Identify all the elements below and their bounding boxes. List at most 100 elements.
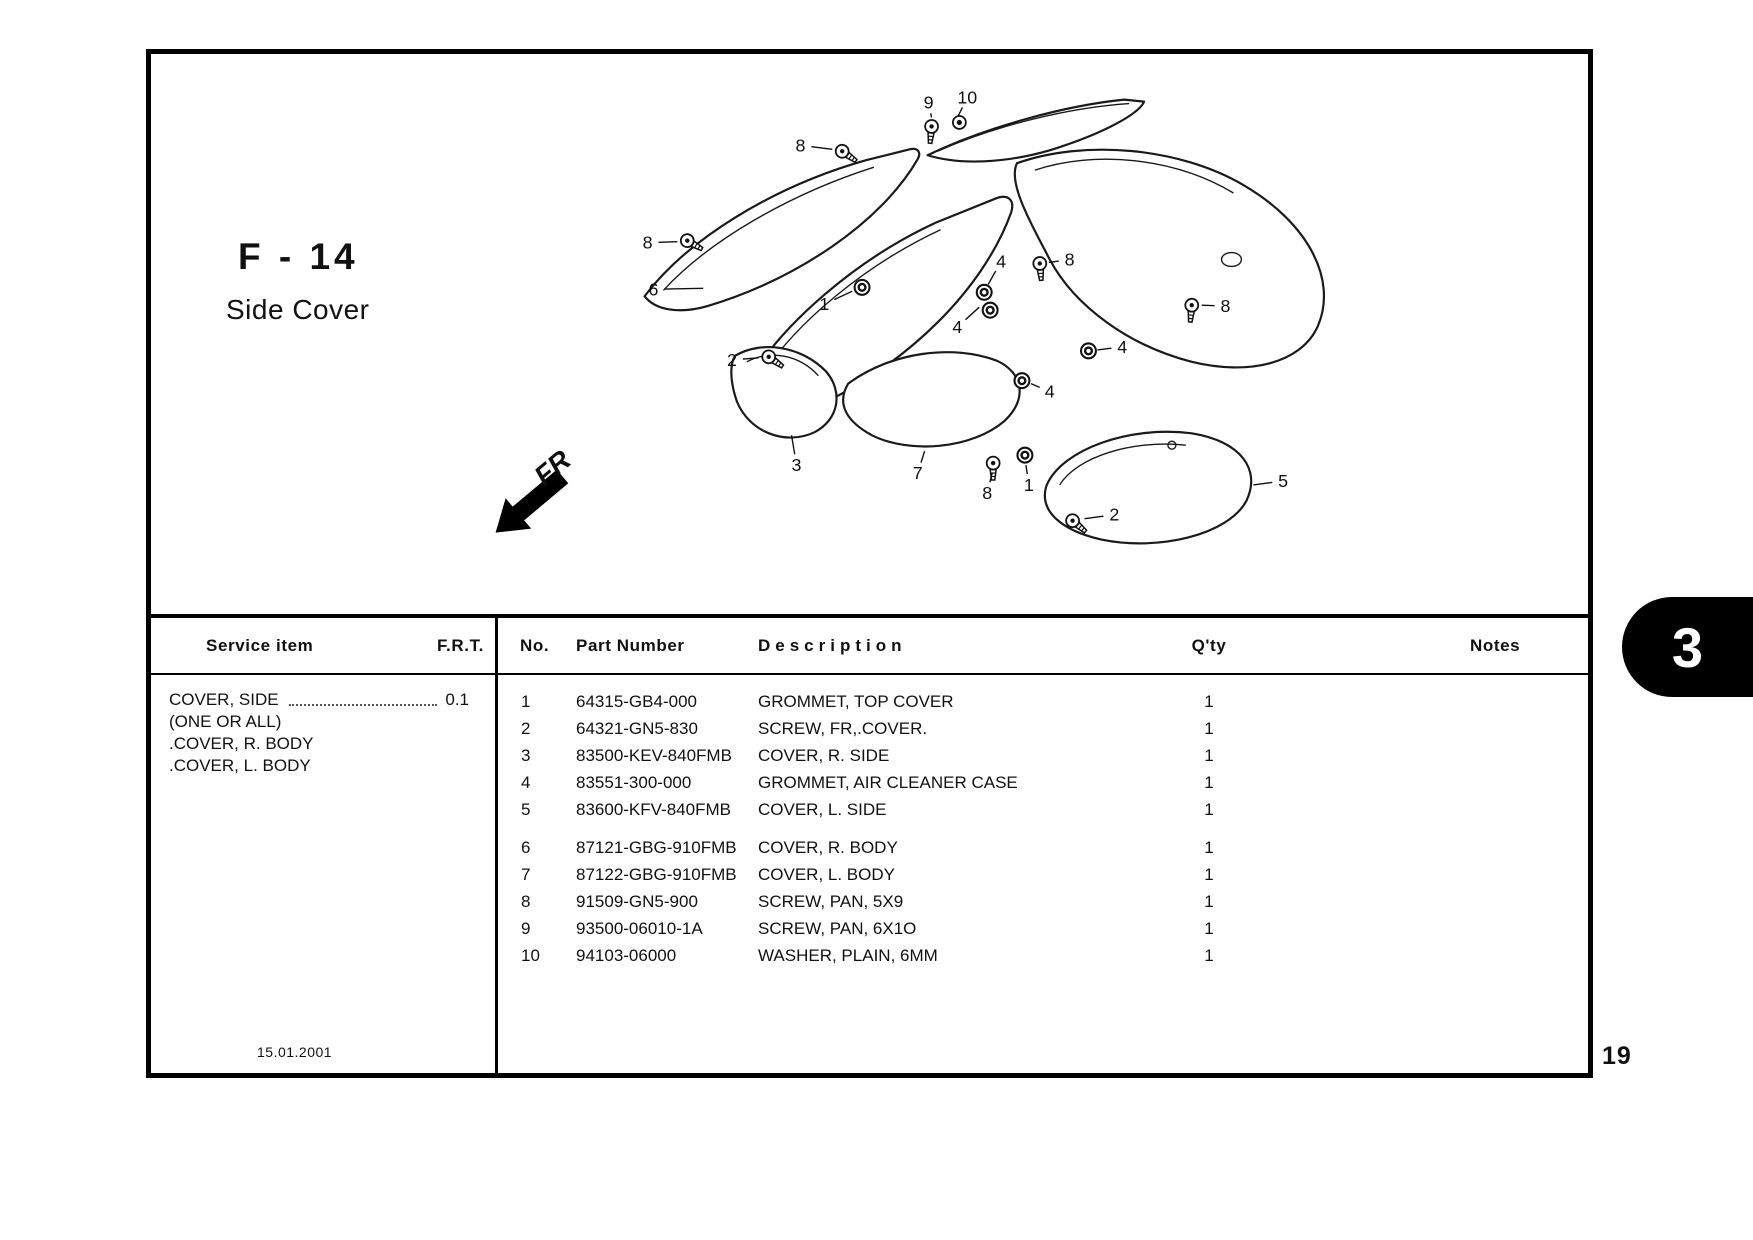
service-item-list: COVER, SIDE 0.1 (ONE OR ALL) .COVER, R. …: [151, 675, 495, 777]
parts-list-column: No. Part Number Description Q'ty Notes 1…: [498, 618, 1588, 1073]
callout-10: 10: [957, 88, 977, 108]
callout-9: 9: [924, 93, 934, 113]
fr-label: FR: [528, 444, 576, 492]
service-item-header: Service item: [206, 635, 314, 655]
cell-description: COVER, L. BODY: [758, 864, 895, 884]
cell-qty: 1: [1204, 718, 1214, 738]
section-title: Side Cover: [226, 294, 370, 325]
parts-rows: 1 64315-GB4-000 GROMMET, TOP COVER 1 2 6…: [498, 675, 1588, 969]
cell-no: 9: [521, 918, 531, 938]
page-number: 19: [1602, 1042, 1632, 1070]
cell-no: 7: [521, 864, 531, 884]
cell-description: COVER, L. SIDE: [758, 799, 887, 819]
service-item-line: .COVER, L. BODY: [169, 755, 483, 777]
cell-no: 6: [521, 837, 531, 857]
cell-part-number: 93500-06010-1A: [576, 918, 703, 938]
cell-description: SCREW, FR,.COVER.: [758, 718, 928, 738]
grommet-icon: [981, 301, 999, 319]
catalog-page-frame: F - 14 Side Cover: [146, 49, 1593, 1078]
callout-4: 4: [1117, 337, 1127, 357]
body-cover-right-panel: [1013, 148, 1326, 369]
side-cover-right-panel: [730, 345, 838, 439]
cell-qty: 1: [1204, 945, 1214, 965]
dot-leader: [288, 704, 438, 706]
grommet-icon: [853, 278, 871, 296]
grommet-icon: [1016, 446, 1034, 464]
table-row: 1 64315-GB4-000 GROMMET, TOP COVER 1: [508, 688, 1588, 715]
screw-icon: [985, 455, 1001, 481]
cell-no: 2: [521, 718, 531, 738]
cell-qty: 1: [1204, 799, 1214, 819]
callout-7: 7: [913, 463, 923, 483]
callout-1: 1: [819, 294, 829, 314]
table-row: 3 83500-KEV-840FMB COVER, R. SIDE 1: [508, 742, 1588, 769]
qty-header: Q'ty: [1191, 635, 1227, 655]
table-row: 6 87121-GBG-910FMB COVER, R. BODY 1: [508, 834, 1588, 861]
title-block: F - 14 Side Cover: [226, 236, 370, 326]
service-item-line: .COVER, R. BODY: [169, 733, 483, 755]
footer-date: 15.01.2001: [257, 1044, 333, 1060]
service-item-line: COVER, SIDE 0.1: [169, 689, 483, 711]
callout-4: 4: [952, 317, 962, 337]
parts-table: Service item F.R.T. COVER, SIDE 0.1 (ONE…: [151, 614, 1588, 1073]
callout-8: 8: [1065, 249, 1075, 269]
cell-qty: 1: [1204, 891, 1214, 911]
cell-description: WASHER, PLAIN, 6MM: [758, 945, 938, 965]
service-item-line: (ONE OR ALL): [169, 711, 483, 733]
cell-qty: 1: [1204, 691, 1214, 711]
cell-part-number: 83551-300-000: [576, 772, 692, 792]
exploded-view-area: F - 14 Side Cover: [151, 54, 1588, 614]
cover-panels: [643, 98, 1326, 545]
cell-description: COVER, R. SIDE: [758, 745, 890, 765]
callout-8: 8: [982, 483, 992, 503]
callout-6: 6: [649, 279, 659, 299]
cell-no: 3: [521, 745, 531, 765]
washer-icon: [952, 115, 967, 130]
callout-8: 8: [796, 135, 806, 155]
notes-header: Notes: [1470, 635, 1521, 655]
table-row: 4 83551-300-000 GROMMET, AIR CLEANER CAS…: [508, 769, 1588, 796]
cell-description: COVER, R. BODY: [758, 837, 898, 857]
service-item-label: .COVER, R. BODY: [169, 734, 314, 753]
table-row: 7 87122-GBG-910FMB COVER, L. BODY 1: [508, 861, 1588, 888]
service-item-column: Service item F.R.T. COVER, SIDE 0.1 (ONE…: [151, 618, 498, 1073]
service-header-row: Service item F.R.T.: [151, 618, 495, 675]
cell-part-number: 94103-06000: [576, 945, 677, 965]
cell-no: 10: [521, 945, 540, 965]
grommet-icon: [975, 283, 993, 301]
callout-1: 1: [1024, 475, 1034, 495]
service-item-label: .COVER, L. BODY: [169, 756, 311, 775]
cell-qty: 1: [1204, 864, 1214, 884]
cell-qty: 1: [1204, 918, 1214, 938]
grommet-icon: [1079, 342, 1098, 360]
callout-5: 5: [1278, 471, 1288, 491]
section-code: F - 14: [238, 236, 359, 277]
callout-3: 3: [792, 455, 802, 475]
cell-part-number: 91509-GN5-900: [576, 891, 698, 911]
chapter-side-tab: 3: [1622, 597, 1753, 697]
grommet-icon: [1013, 372, 1031, 390]
callout-2: 2: [1109, 505, 1119, 525]
cell-description: SCREW, PAN, 6X1O: [758, 918, 917, 938]
frt-value: 0.1: [445, 690, 469, 709]
callout-8: 8: [1221, 296, 1231, 316]
cell-qty: 1: [1204, 745, 1214, 765]
cell-part-number: 87122-GBG-910FMB: [576, 864, 737, 884]
cell-part-number: 87121-GBG-910FMB: [576, 837, 737, 857]
frt-header: F.R.T.: [436, 635, 484, 655]
callout-4: 4: [1045, 382, 1055, 402]
side-cover-left-panel: [1043, 430, 1253, 545]
body-cover-left-slender-panel: [643, 147, 921, 312]
cell-no: 8: [521, 891, 531, 911]
screw-icon: [1031, 255, 1049, 282]
table-row: 2 64321-GN5-830 SCREW, FR,.COVER. 1: [508, 715, 1588, 742]
cell-no: 4: [521, 772, 531, 792]
no-header: No.: [520, 635, 550, 655]
cell-part-number: 64315-GB4-000: [576, 691, 697, 711]
body-cover-lower-panel: [842, 351, 1021, 448]
cell-description: GROMMET, AIR CLEANER CASE: [758, 772, 1018, 792]
description-header: Description: [758, 635, 907, 655]
cell-description: SCREW, PAN, 5X9: [758, 891, 904, 911]
